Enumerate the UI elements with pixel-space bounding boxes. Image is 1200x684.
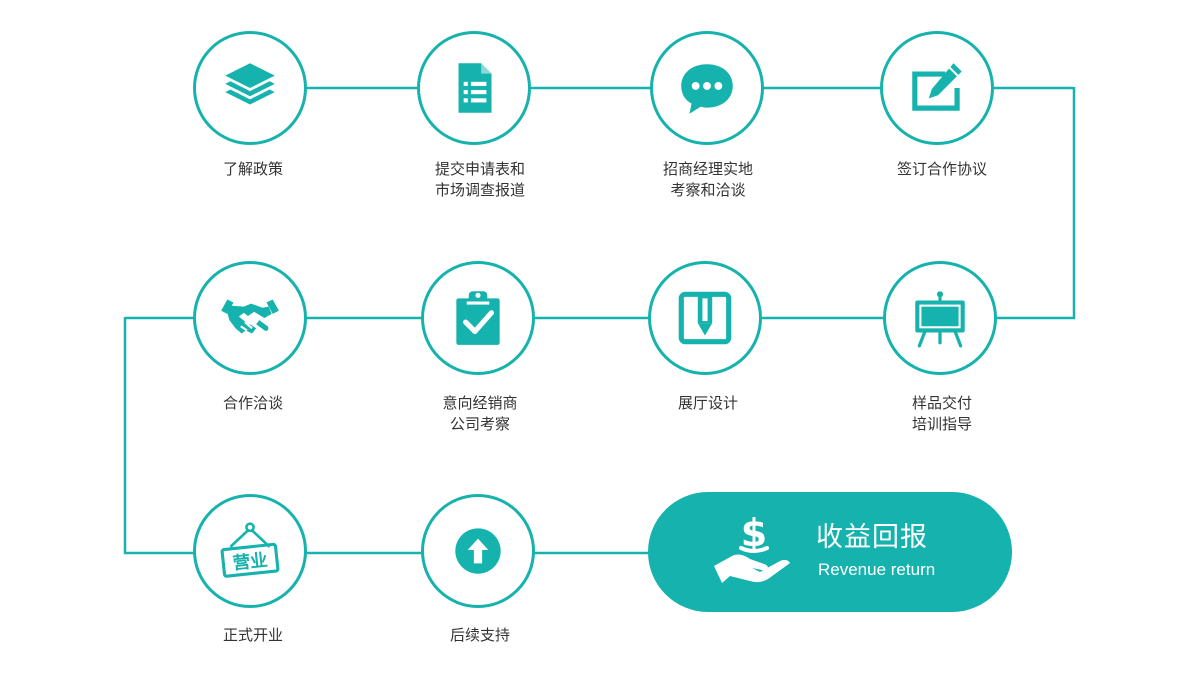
step-node-showroom-design [648, 261, 762, 375]
step-node-onsite-inspection [650, 31, 764, 145]
step-label-sample-delivery: 样品交付 培训指导 [911, 394, 972, 433]
document-list-icon [458, 63, 492, 113]
money-hand-icon: $ [714, 511, 790, 583]
step-node-dealer-inspection [421, 261, 535, 375]
step-label-sign-agreement: 签订合作协议 [896, 160, 987, 178]
step-node-submit-application [417, 31, 531, 145]
revenue-return-title: 收益回报 [816, 522, 928, 553]
chat-bubble-icon [681, 64, 733, 114]
clipboard-check-icon [456, 291, 500, 345]
step-label-dealer-inspection: 意向经销商 公司考察 [442, 394, 518, 433]
open-sign-text: 营业 [232, 550, 269, 575]
step-label-follow-up-support: 后续支持 [449, 626, 510, 644]
revenue-return-subtitle: Revenue return [818, 560, 936, 579]
revenue-return-banner: $ 收益回报 Revenue return [648, 492, 1012, 612]
arrow-up-circle-icon [455, 528, 501, 574]
step-label-showroom-design: 展厅设计 [677, 394, 738, 412]
easel-board-icon [915, 291, 965, 348]
ruler-pencil-icon [678, 291, 732, 345]
open-sign-icon: 营业 [220, 522, 280, 578]
step-node-grand-opening: 营业 [193, 494, 307, 608]
layers-icon [225, 63, 275, 105]
edit-sign-icon [912, 63, 962, 111]
step-label-onsite-inspection: 招商经理实地 考察和洽谈 [662, 160, 753, 199]
step-label-understand-policy: 了解政策 [222, 160, 283, 178]
handshake-icon [221, 299, 279, 334]
step-label-submit-application: 提交申请表和 市场调查报道 [434, 160, 525, 199]
step-label-cooperation-talks: 合作洽谈 [222, 394, 283, 412]
step-node-understand-policy [193, 31, 307, 145]
step-node-follow-up-support [421, 494, 535, 608]
step-node-sign-agreement [880, 31, 994, 145]
step-label-grand-opening: 正式开业 [222, 626, 283, 644]
step-node-sample-delivery [883, 261, 997, 375]
step-node-cooperation-talks [193, 261, 307, 375]
